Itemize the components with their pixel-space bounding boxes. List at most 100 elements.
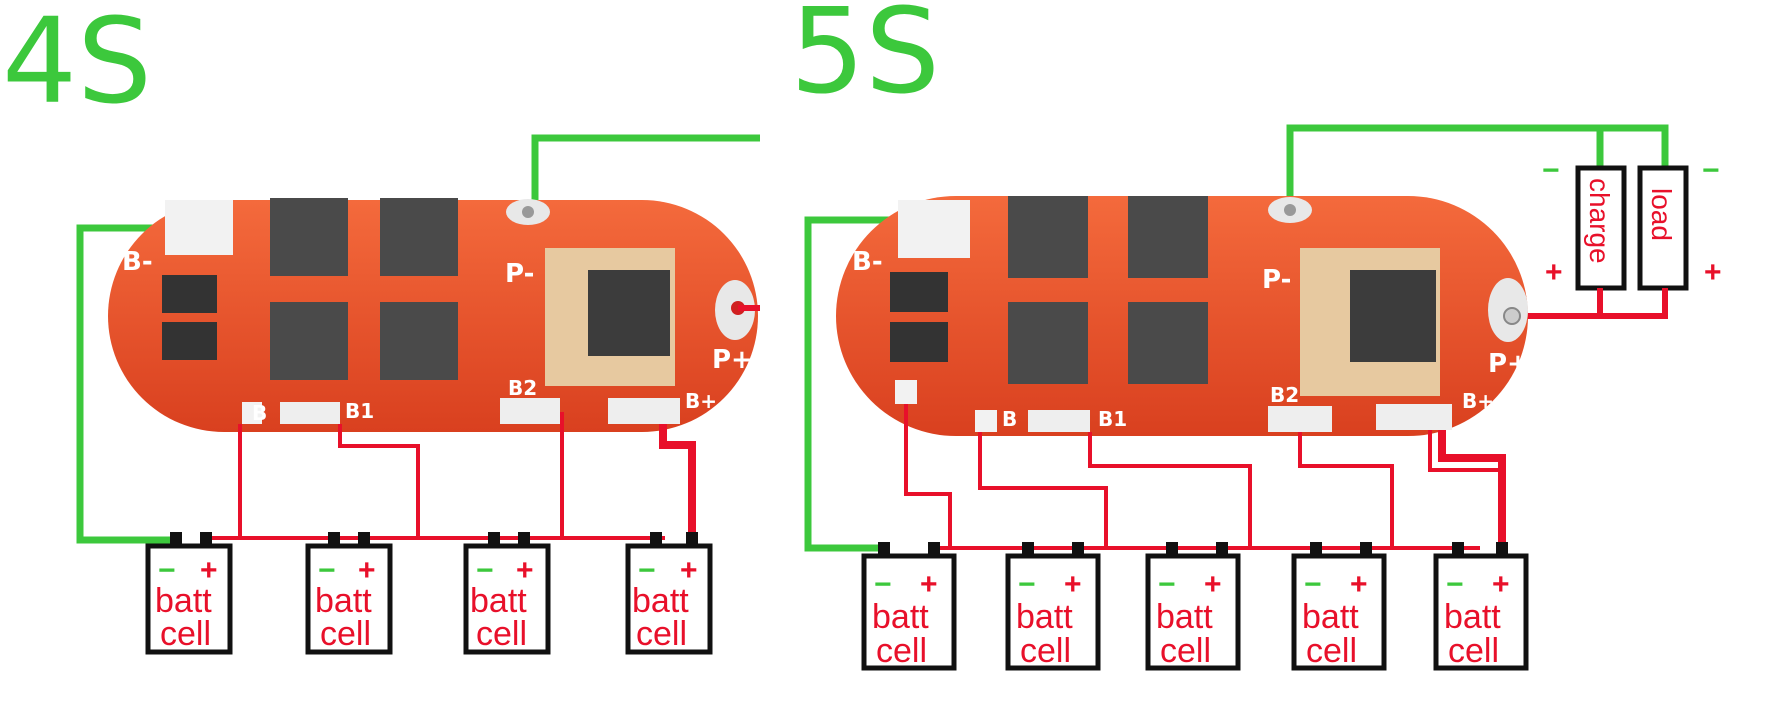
red-wire-b2-5s — [1298, 432, 1394, 548]
batt-cell-4s-4: − + batt cell — [625, 532, 713, 655]
resistor-4s-1 — [162, 275, 217, 313]
cell-text-batt: batt — [872, 598, 929, 636]
cell-text-cell: cell — [1160, 632, 1211, 670]
red-wire-bplus-5s — [1438, 430, 1506, 548]
batt-cell-4s-1: − + batt cell — [145, 532, 233, 655]
red-wire-b0-5s — [904, 404, 952, 548]
cell-text-cell: cell — [1020, 632, 1071, 670]
red-wire-pplus-5s — [1520, 288, 1603, 319]
pminus-hole-5s — [1284, 204, 1296, 216]
red-wire-load-5s — [1600, 288, 1668, 319]
cell-plus-label: + — [1204, 568, 1222, 601]
label-b2-5s: B2 — [1270, 383, 1299, 407]
cell-plus-label: + — [1064, 568, 1082, 601]
resistor-5s-1 — [890, 272, 948, 312]
pad-bplus-4s — [608, 398, 680, 424]
green-wire-bminus-5s — [804, 216, 890, 552]
load-box — [1637, 165, 1689, 291]
mosfet-4s-2 — [380, 198, 458, 276]
charge-minus-sign: − — [1542, 154, 1560, 187]
load-label: load — [1646, 188, 1677, 241]
label-bplus-4s: B+ — [685, 389, 717, 413]
cell-minus-label: − — [1158, 568, 1176, 601]
cell-minus-label: − — [1018, 568, 1036, 601]
bminus-pad-5s — [898, 200, 970, 258]
red-wire-bplus-4s — [659, 424, 696, 540]
mosfet-4s-3 — [270, 302, 348, 380]
cell-plus-label: + — [680, 554, 698, 587]
label-b2-4s: B2 — [508, 376, 537, 400]
mosfet-4s-4 — [380, 302, 458, 380]
pad-bplus-5s — [1376, 404, 1452, 430]
cell-text-batt: batt — [1444, 598, 1501, 636]
label-b-4s: B — [252, 401, 267, 425]
mosfet-5s-4 — [1128, 302, 1208, 384]
cell-text-cell: cell — [636, 615, 687, 653]
red-wire-b1-4s — [338, 424, 420, 538]
red-wire-b1-5s — [1088, 432, 1252, 548]
cell-text-batt: batt — [315, 582, 372, 620]
cell-minus-label: − — [476, 554, 494, 587]
resistor-5s-2 — [890, 322, 948, 362]
cell-text-cell: cell — [1306, 632, 1357, 670]
mosfet-5s-2 — [1128, 196, 1208, 278]
pminus-hole-4s — [522, 206, 534, 218]
board-4s: B- P- P+ B B1 B2 B+ — [76, 134, 760, 655]
cell-minus-label: − — [158, 554, 176, 587]
batt-cell-5s-4: − + batt cell — [1291, 542, 1387, 671]
cell-plus-label: + — [920, 568, 938, 601]
mosfet-5s-1 — [1008, 196, 1088, 278]
pad-b1-5s — [1028, 410, 1090, 432]
label-bminus-5s: B- — [852, 247, 883, 277]
label-b1-5s: B1 — [1098, 407, 1127, 431]
cell-plus-label: + — [358, 554, 376, 587]
pad-b2-5s — [1268, 406, 1332, 432]
red-wire-b-5s — [978, 432, 1108, 548]
cell-plus-label: + — [1350, 568, 1368, 601]
cell-text-batt: batt — [1016, 598, 1073, 636]
batt-cell-5s-5: − + batt cell — [1433, 542, 1529, 671]
label-bplus-5s: B+ — [1462, 389, 1494, 413]
pad-b1-4s — [280, 402, 340, 424]
board-5s: charge load − − + + B- P- P+ B B1 — [804, 124, 1722, 671]
resistor-4s-2 — [162, 322, 217, 360]
cell-plus-label: + — [516, 554, 534, 587]
charge-box — [1575, 165, 1627, 291]
cell-text-cell: cell — [320, 615, 371, 653]
batt-cell-4s-2: − + batt cell — [305, 532, 393, 655]
charge-plus-sign: + — [1545, 256, 1563, 289]
pad-b2-4s — [500, 398, 560, 424]
cell-text-cell: cell — [1448, 632, 1499, 670]
cell-text-batt: batt — [1302, 598, 1359, 636]
cell-plus-label: + — [200, 554, 218, 587]
ic-chip-5s — [1350, 270, 1436, 362]
cell-text-batt: batt — [470, 582, 527, 620]
batt-cell-5s-3: − + batt cell — [1145, 542, 1241, 671]
ic-chip-4s — [588, 270, 670, 356]
green-wire-pminus-4s — [531, 134, 760, 212]
label-b1-4s: B1 — [345, 399, 374, 423]
green-wire-bminus-4s — [76, 224, 175, 544]
cell-minus-label: − — [318, 554, 336, 587]
label-pminus-5s: P- — [1262, 265, 1291, 295]
cell-text-batt: batt — [1156, 598, 1213, 636]
cell-text-batt: batt — [632, 582, 689, 620]
batt-cell-5s-2: − + batt cell — [1005, 542, 1101, 671]
title-5s: 5S — [790, 0, 940, 120]
cell-minus-label: − — [638, 554, 656, 587]
label-b-5s: B — [1002, 407, 1017, 431]
label-bminus-4s: B- — [122, 247, 153, 277]
pad-b-5s-2 — [975, 410, 997, 432]
pad-b-4s — [242, 402, 262, 424]
cell-minus-label: − — [1304, 568, 1322, 601]
cell-text-batt: batt — [155, 582, 212, 620]
bminus-pad-4s — [165, 200, 233, 255]
mosfet-4s-1 — [270, 198, 348, 276]
cell-text-cell: cell — [476, 615, 527, 653]
label-pplus-5s: P+ — [1488, 349, 1529, 379]
cell-minus-label: − — [1446, 568, 1464, 601]
batt-cell-4s-3: − + batt cell — [463, 532, 551, 655]
cell-text-cell: cell — [876, 632, 927, 670]
